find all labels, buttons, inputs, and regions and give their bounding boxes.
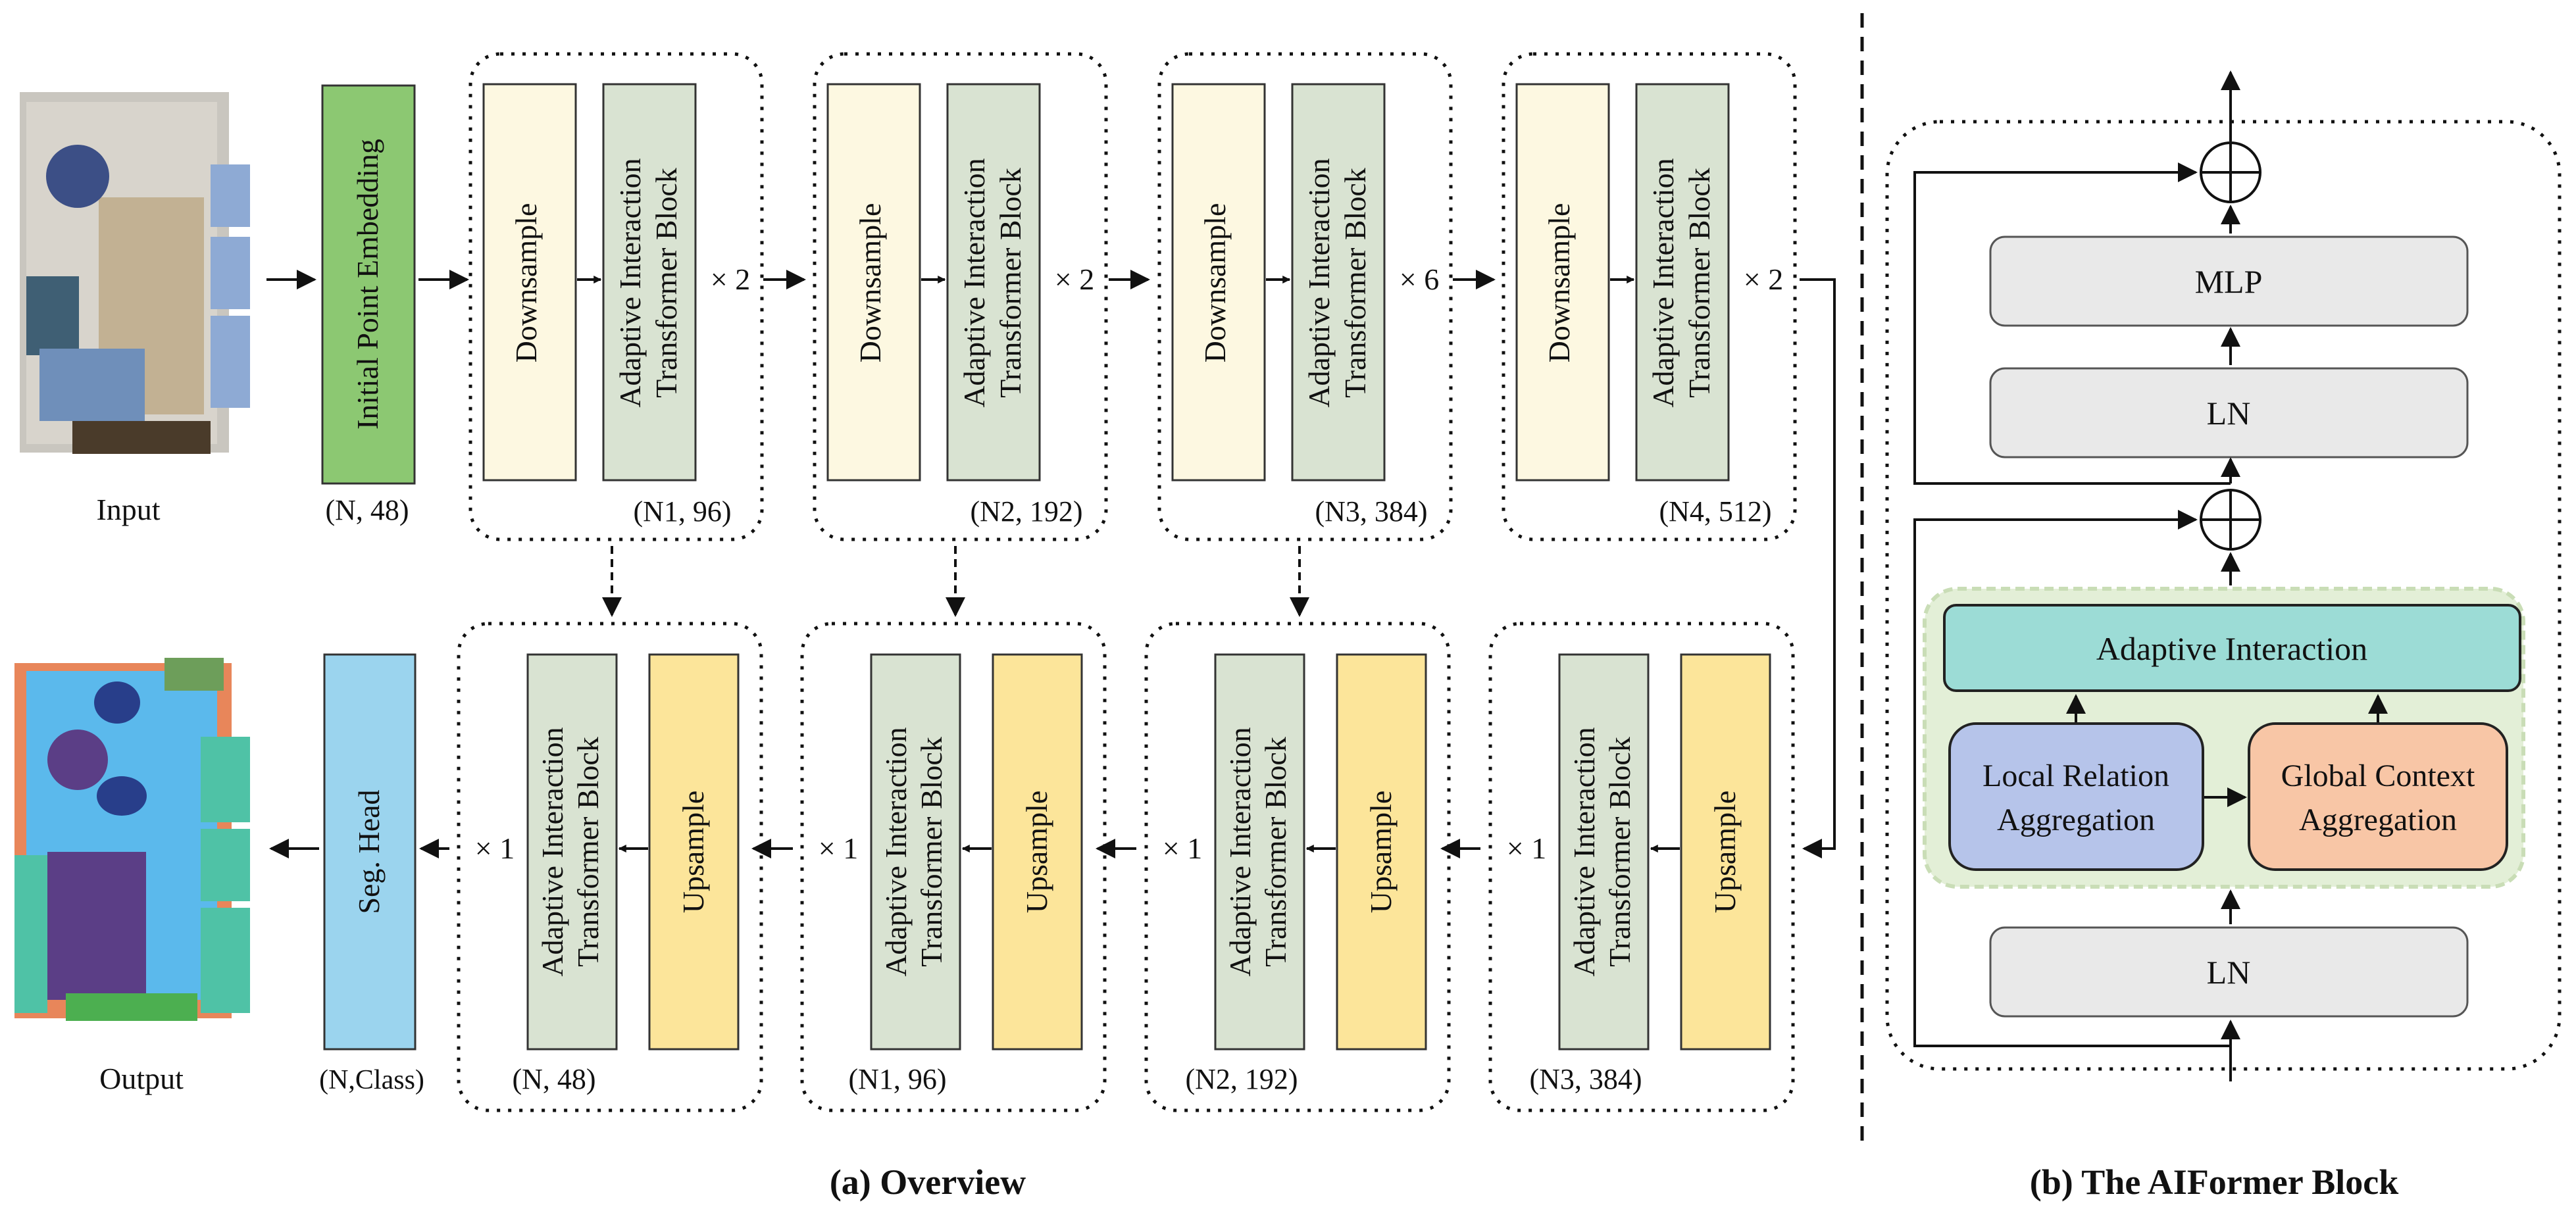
encoder-stage-3 (1157, 52, 1453, 541)
decoder-shape-4: (N3, 384) (1529, 1063, 1642, 1095)
decoder-stage-4 (1488, 622, 1795, 1112)
upsample-block-3 (1336, 653, 1427, 1051)
encoder-stage-1 (468, 52, 764, 541)
adaptive-interaction-label: Adaptive Interaction (2096, 630, 2367, 667)
downsample-label-1: Downsample (509, 203, 543, 363)
aitb-label2-enc-2: Transformer Block (994, 168, 1027, 398)
downsample-block-4 (1515, 83, 1610, 482)
decoder-stage-3 (1144, 622, 1451, 1112)
decoder-shape-1: (N, 48) (512, 1063, 595, 1095)
add-node-bottom (2200, 489, 2261, 551)
encoder-repeat-1: × 2 (711, 262, 750, 296)
skip-connection-arrows (602, 546, 1309, 617)
block-caption: (b) The AIFormer Block (2030, 1162, 2399, 1202)
mlp-label: MLP (2195, 263, 2263, 300)
downsample-label-2: Downsample (853, 203, 887, 363)
upsample-label-2: Upsample (1020, 791, 1053, 914)
aitb-block-dec-2 (870, 653, 961, 1051)
local-relation-block (1948, 722, 2204, 871)
ln-bottom-block (1989, 926, 2469, 1018)
seg-shape-label: (N,Class) (319, 1065, 424, 1095)
aitb-label2-dec-3: Transformer Block (1259, 737, 1292, 967)
aitb-label2-enc-1: Transformer Block (649, 168, 683, 398)
aitb-label1-enc-2: Adaptive Interaction (957, 158, 991, 407)
upsample-label-1: Upsample (676, 791, 710, 914)
encoder-shape-2: (N2, 192) (970, 495, 1082, 528)
encoder-shape-1: (N1, 96) (633, 495, 731, 528)
aitb-label1-enc-3: Adaptive Interaction (1302, 158, 1336, 407)
aitb-block-dec-1 (526, 653, 618, 1051)
aitb-block-dec-3 (1214, 653, 1305, 1051)
aitb-label1-enc-4: Adaptive Interaction (1646, 158, 1680, 407)
aitb-block-enc-2 (946, 83, 1041, 482)
encoder-repeat-2: × 2 (1055, 262, 1094, 296)
input-label: Input (96, 493, 160, 526)
initial-shape-label: (N, 48) (325, 494, 409, 526)
decoder-stage-2 (800, 622, 1107, 1112)
downsample-block-3 (1171, 83, 1266, 482)
upsample-block-4 (1680, 653, 1771, 1051)
aitb-label2-enc-3: Transformer Block (1338, 168, 1372, 398)
decoder-repeat-4: × 1 (1507, 831, 1546, 865)
initial-embedding-label: Initial Point Embedding (351, 139, 384, 430)
aitb-label1-dec-2: Adaptive Interaction (879, 727, 913, 976)
local-relation-line1: Local Relation (1983, 758, 2169, 793)
output-label: Output (99, 1062, 184, 1095)
global-context-block (2248, 722, 2508, 871)
aitb-block-enc-4 (1635, 83, 1730, 482)
aitb-label1-dec-1: Adaptive Interaction (536, 727, 569, 976)
aitb-block-enc-3 (1291, 83, 1386, 482)
downsample-label-4: Downsample (1542, 203, 1576, 363)
block-flow-arrows (1913, 70, 2388, 1081)
decoder-repeat-3: × 1 (1163, 831, 1202, 865)
mlp-block (1989, 235, 2469, 327)
encoder-stage-4 (1502, 52, 1797, 541)
input-point-cloud-image (20, 92, 250, 454)
aitb-block-enc-1 (602, 83, 697, 482)
encoder-repeat-4: × 2 (1744, 262, 1783, 296)
aiformer-block-container (1885, 120, 2562, 1071)
local-relation-line2: Aggregation (1997, 803, 2155, 837)
downsample-label-3: Downsample (1198, 203, 1232, 363)
global-context-line2: Aggregation (2299, 803, 2457, 837)
decoder-shape-3: (N2, 192) (1185, 1063, 1298, 1095)
upsample-label-4: Upsample (1708, 791, 1742, 914)
initial-embedding-block (321, 84, 416, 485)
aitb-label2-dec-2: Transformer Block (915, 737, 948, 967)
aitb-label1-enc-1: Adaptive Interaction (613, 158, 647, 407)
aitb-label1-dec-3: Adaptive Interaction (1223, 727, 1257, 976)
seg-head-label: Seg. Head (352, 789, 386, 914)
ln-bottom-label: LN (2207, 954, 2251, 991)
upsample-block-2 (992, 653, 1083, 1051)
seg-head-block (323, 653, 417, 1051)
upsample-label-3: Upsample (1364, 791, 1398, 914)
encoder-stage-2 (813, 52, 1108, 541)
output-segmentation-image (14, 658, 250, 1021)
downsample-block-1 (482, 83, 577, 482)
add-node-top (2200, 141, 2261, 203)
aitb-label2-dec-4: Transformer Block (1603, 737, 1636, 967)
global-context-line1: Global Context (2281, 758, 2475, 793)
encoder-shape-4: (N4, 512) (1659, 495, 1771, 528)
overview-caption: (a) Overview (830, 1162, 1026, 1202)
adaptive-interaction-block (1943, 604, 2521, 692)
encoder-repeat-3: × 6 (1400, 262, 1439, 296)
aitb-block-dec-4 (1558, 653, 1650, 1051)
encoder-shape-3: (N3, 384) (1315, 495, 1427, 528)
ln-top-label: LN (2207, 395, 2251, 432)
aitb-label1-dec-4: Adaptive Interaction (1567, 727, 1601, 976)
decoder-shape-2: (N1, 96) (848, 1063, 946, 1095)
decoder-repeat-1: × 1 (475, 831, 515, 865)
downsample-block-2 (826, 83, 921, 482)
upsample-block-1 (648, 653, 740, 1051)
aitb-label2-dec-1: Transformer Block (571, 737, 605, 967)
overview-flow-arrows (266, 270, 1836, 858)
aitb-label2-enc-4: Transformer Block (1682, 168, 1716, 398)
decoder-repeat-2: × 1 (819, 831, 858, 865)
decoder-stage-1 (457, 622, 763, 1112)
